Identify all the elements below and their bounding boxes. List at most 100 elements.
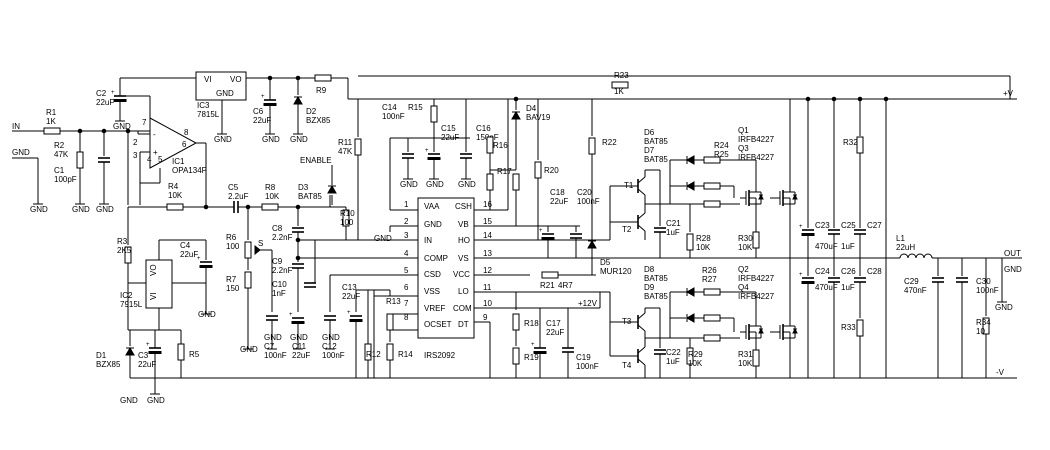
- c28-ref: C28: [867, 267, 882, 276]
- r3-val: 2K5: [117, 246, 132, 255]
- irs-l4-pin: 4: [404, 249, 409, 258]
- r4-val: 10K: [168, 191, 183, 200]
- r23-ref: R23: [614, 71, 629, 80]
- loop-filter: [230, 99, 390, 378]
- gnd-c7: GND: [264, 333, 282, 342]
- d1-val: BZX85: [96, 360, 121, 369]
- irs-l5-pin: 5: [404, 266, 409, 275]
- r2-ref: R2: [54, 141, 65, 150]
- opamp-p2: 2: [133, 138, 138, 147]
- t4-ref: T4: [622, 361, 632, 370]
- c19-val: 100nF: [576, 362, 599, 371]
- r7-ref: R7: [226, 275, 237, 284]
- q1-val: IRFB4227: [738, 135, 775, 144]
- gnd-c4: GND: [198, 310, 216, 319]
- q3-val: IRFB4227: [738, 153, 775, 162]
- irs-r6-pin: 11: [483, 283, 492, 292]
- irs-r7-pin: 10: [483, 299, 492, 308]
- r10-val: 100: [340, 218, 354, 227]
- c11-ref: C11: [292, 342, 307, 351]
- irs-l4-name: COMP: [424, 254, 448, 263]
- c22-val: 1uF: [666, 357, 680, 366]
- d8-ref: D8: [644, 265, 655, 274]
- ic2-val: 7915L: [120, 300, 143, 309]
- r10-ref: R10: [340, 209, 355, 218]
- ic2-ref: IC2: [120, 291, 133, 300]
- opamp-p7: 7: [142, 118, 147, 127]
- opamp-p6: 6: [182, 140, 187, 149]
- r7-val: 150: [226, 284, 240, 293]
- high-side-drive: [600, 99, 800, 259]
- c18-val: 22uF: [550, 197, 568, 206]
- ic1-opamp: [128, 117, 230, 211]
- c5-val: 2.2uF: [228, 192, 249, 201]
- irs2092-driver: [364, 99, 610, 378]
- r30-ref: R30: [738, 234, 753, 243]
- d8-val: BAT85: [644, 274, 668, 283]
- c25-val: 1uF: [841, 242, 855, 251]
- c23-ref: C23: [815, 221, 830, 230]
- c16-ref: C16: [476, 124, 491, 133]
- d7-ref: D7: [644, 146, 655, 155]
- irs-r2-pin: 15: [483, 217, 492, 226]
- r30-val: 10K: [738, 243, 753, 252]
- irs-l3-name: IN: [424, 236, 432, 245]
- c29-val: 470nF: [904, 286, 927, 295]
- r33-ref: R33: [841, 323, 856, 332]
- r8-val: 10K: [265, 192, 280, 201]
- d2-val: BZX85: [306, 116, 331, 125]
- c17-val: 22uF: [546, 328, 564, 337]
- q4-val: IRFB4227: [738, 292, 775, 301]
- gnd-d1: GND: [120, 396, 138, 405]
- irs-l1-name: VAA: [424, 202, 440, 211]
- ic3-ref: IC3: [197, 101, 210, 110]
- r6-ref: R6: [226, 233, 237, 242]
- c20-ref: C20: [577, 188, 592, 197]
- c13-val: 22uF: [342, 292, 360, 301]
- c20-val: 100nF: [577, 197, 600, 206]
- r34-ref: R34: [976, 318, 991, 327]
- input-section: [12, 78, 151, 205]
- c17-ref: C17: [546, 319, 561, 328]
- r18-ref: R18: [524, 319, 539, 328]
- irs-r2-name: VB: [458, 220, 469, 229]
- r34-val: 10: [976, 327, 985, 336]
- d3-val: BAT85: [298, 192, 322, 201]
- c15-val: 22uF: [441, 133, 459, 142]
- c5-ref: C5: [228, 183, 239, 192]
- irs-l6-name: VSS: [424, 287, 440, 296]
- gnd-d2: GND: [290, 135, 308, 144]
- d2-ref: D2: [306, 107, 317, 116]
- gnd-c3: GND: [147, 396, 165, 405]
- r25-ref: R25: [714, 150, 729, 159]
- c12-ref: C12: [322, 342, 337, 351]
- t3-ref: T3: [622, 317, 632, 326]
- c3-val: 22uF: [138, 360, 156, 369]
- c21-val: 1uF: [666, 228, 680, 237]
- r24-ref: R24: [714, 141, 729, 150]
- c2-val: 22uF: [96, 98, 114, 107]
- gnd-r2: GND: [72, 205, 90, 214]
- gnd-label-left: GND: [12, 148, 30, 157]
- gnd-c14: GND: [400, 180, 418, 189]
- r2-val: 47K: [54, 150, 69, 159]
- d4-val: BAV19: [526, 113, 551, 122]
- r19-ref: R19: [524, 353, 539, 362]
- irs-r3-pin: 14: [483, 231, 492, 240]
- c7-val: 100nF: [264, 351, 287, 360]
- c11-val: 22uF: [292, 351, 310, 360]
- gnd-ic3: GND: [214, 135, 232, 144]
- c4-val: 22uF: [180, 250, 198, 259]
- gnd-c2: GND: [113, 122, 131, 131]
- gnd-c11: GND: [290, 333, 308, 342]
- d5-ref: D5: [600, 258, 611, 267]
- d1-ref: D1: [96, 351, 107, 360]
- out-label: OUT: [1004, 249, 1021, 258]
- irs-r8-name: DT: [458, 320, 469, 329]
- opamp-p8: 8: [184, 128, 189, 137]
- c25-ref: C25: [841, 221, 856, 230]
- r5-ref: R5: [189, 350, 200, 359]
- c2-ref: C2: [96, 89, 107, 98]
- c3-ref: C3: [138, 351, 149, 360]
- irs-name: IRS2092: [424, 351, 456, 360]
